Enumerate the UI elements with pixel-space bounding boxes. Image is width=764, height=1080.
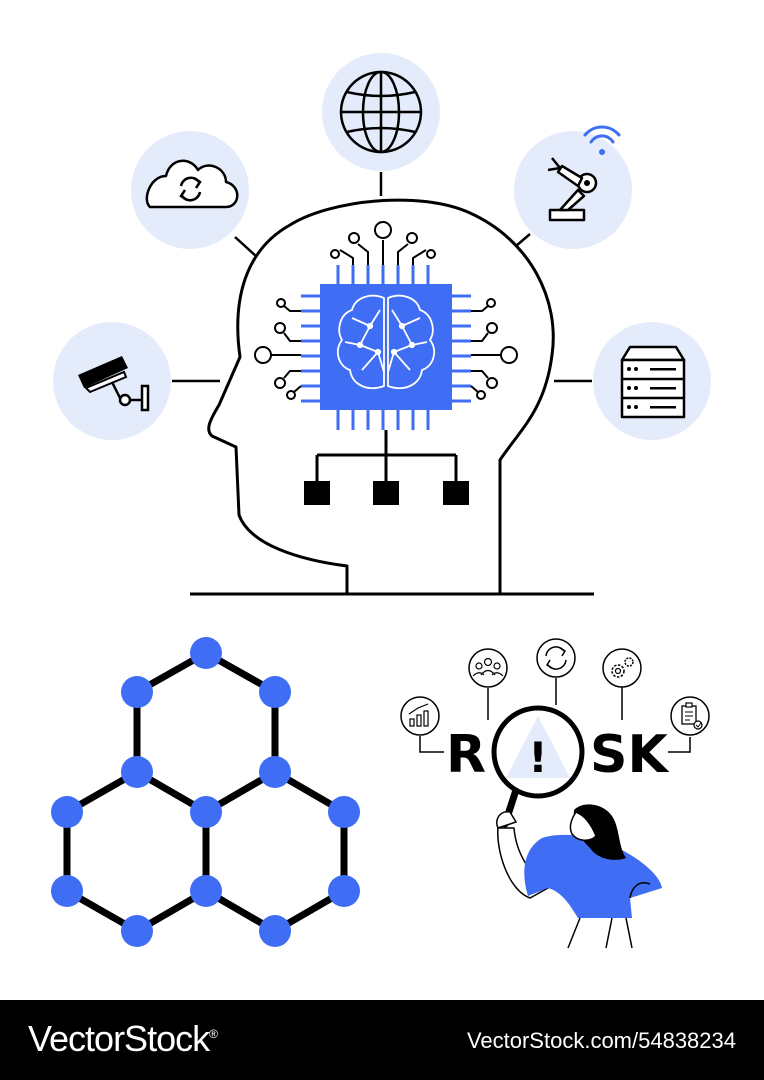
person-icon xyxy=(496,804,662,949)
circuit-traces xyxy=(254,221,518,400)
server-icon xyxy=(593,322,711,440)
cloud-sync-icon xyxy=(131,131,249,249)
hexagon-network-icon xyxy=(51,637,360,947)
brain-icon xyxy=(336,294,436,390)
warning-icon: ! xyxy=(506,716,570,782)
brand-logo: VectorStock® xyxy=(28,1018,218,1060)
chip-icon xyxy=(320,284,452,410)
brand-name: VectorStock xyxy=(28,1018,210,1059)
risk-illustration: R SK ! xyxy=(400,638,710,949)
risk-letter-r: R xyxy=(446,725,486,785)
hierarchy-diagram xyxy=(304,430,469,505)
warning-symbol: ! xyxy=(528,733,547,782)
ai-head-illustration xyxy=(53,53,711,596)
security-camera-icon xyxy=(53,322,171,440)
chip-pins xyxy=(301,265,471,430)
refresh-icon xyxy=(536,638,576,678)
gears-icon xyxy=(602,648,642,688)
registered-mark: ® xyxy=(209,1027,218,1041)
wifi-icon xyxy=(583,125,621,155)
globe-icon xyxy=(322,53,440,171)
robot-arm-icon xyxy=(514,131,632,249)
illustration-canvas: R SK ! xyxy=(51,53,711,949)
clipboard-icon xyxy=(670,696,710,736)
chart-icon xyxy=(400,696,440,736)
risk-letters-sk: SK xyxy=(590,725,669,785)
footer-bar: VectorStock® VectorStock.com/54838234 xyxy=(0,1000,764,1080)
team-icon xyxy=(468,648,508,688)
head-outline xyxy=(207,198,555,594)
stock-id: VectorStock.com/54838234 xyxy=(466,1028,736,1053)
